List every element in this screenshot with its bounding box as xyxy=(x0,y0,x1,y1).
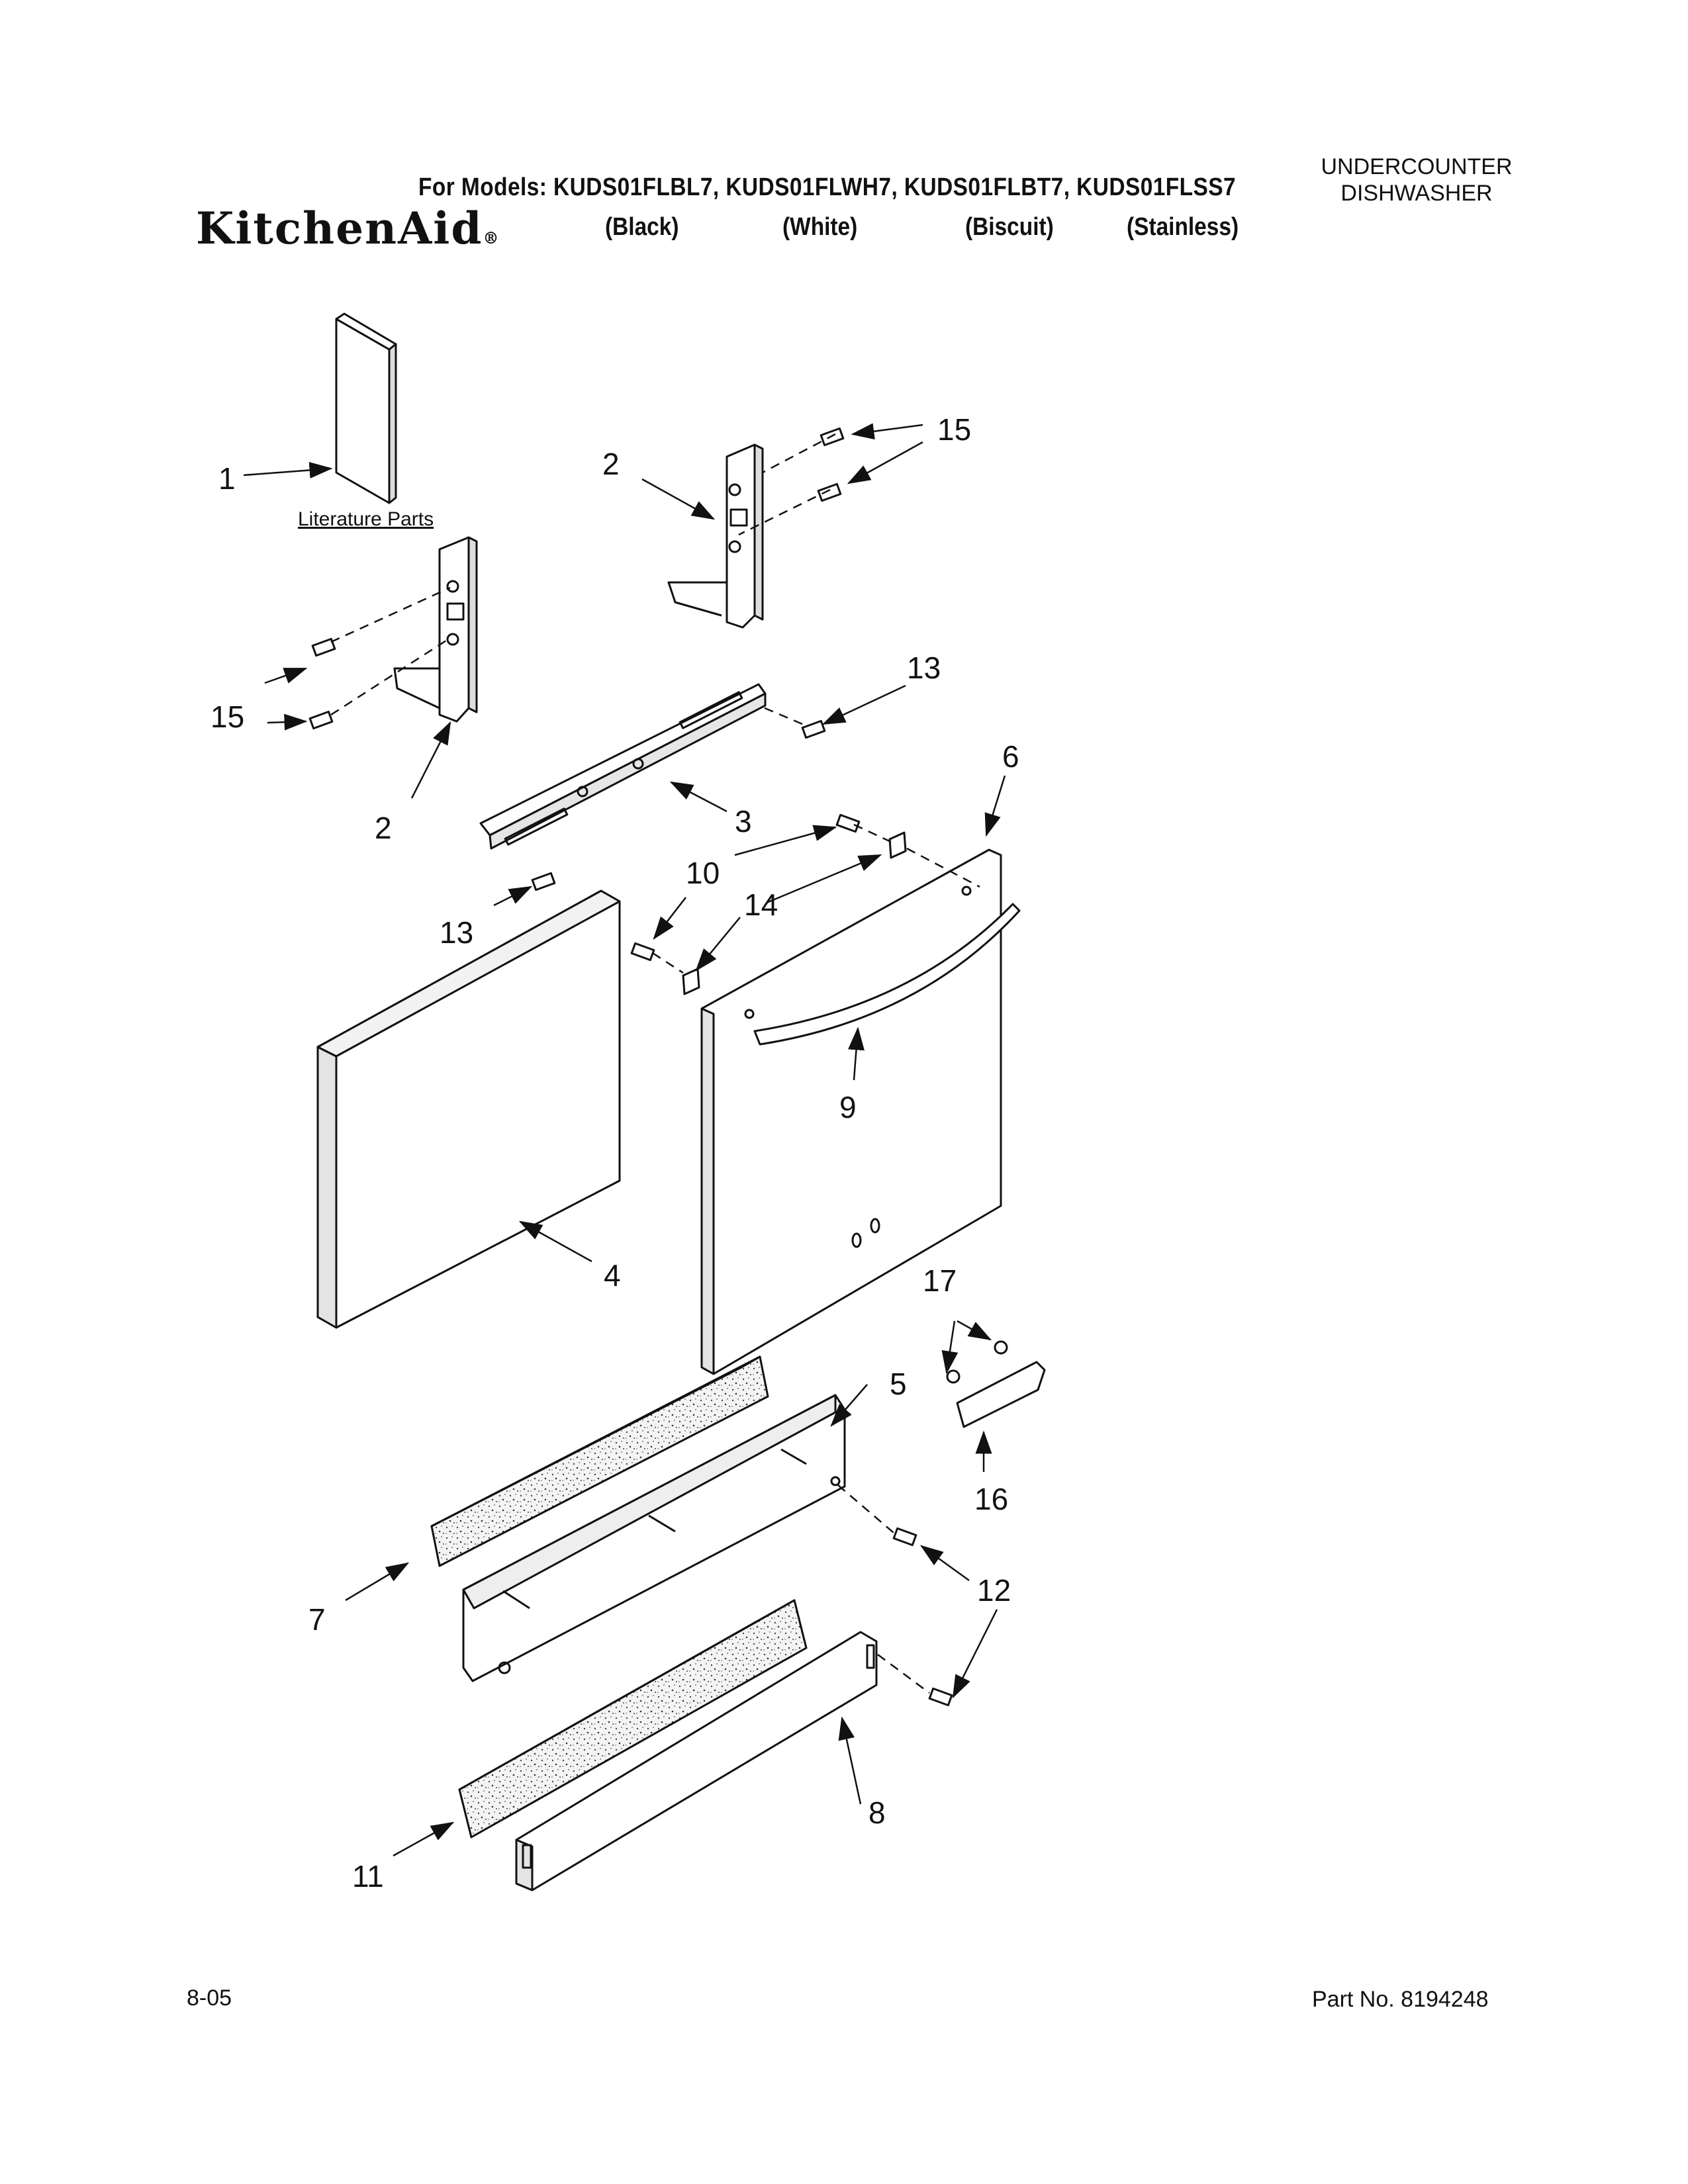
callout-15-upper: 15 xyxy=(937,412,972,447)
category-line-1: UNDERCOUNTER xyxy=(1321,154,1513,179)
door-handle xyxy=(753,903,1021,1046)
inner-door-panel xyxy=(316,889,621,1329)
product-category: UNDERCOUNTER DISHWASHER xyxy=(1297,154,1536,206)
models-line: For Models: KUDS01FLBL7, KUDS01FLWH7, KU… xyxy=(418,173,1237,201)
callout-17: 17 xyxy=(923,1263,957,1298)
callout-13-upper: 13 xyxy=(907,651,941,685)
callout-11: 11 xyxy=(352,1859,384,1893)
callout-1: 1 xyxy=(218,461,236,496)
callout-2-upper: 2 xyxy=(602,447,620,481)
registered-mark: ® xyxy=(483,228,500,248)
callout-5: 5 xyxy=(890,1367,907,1401)
mounting-rail xyxy=(479,683,767,850)
lower-insulation-strip xyxy=(458,1599,808,1839)
callout-8: 8 xyxy=(868,1796,886,1830)
fasteners xyxy=(308,427,1008,1707)
callout-7: 7 xyxy=(308,1602,326,1637)
callout-14: 14 xyxy=(744,887,778,922)
callout-6: 6 xyxy=(1002,739,1019,774)
callout-15-lower: 15 xyxy=(211,700,245,734)
literature-booklet xyxy=(335,312,397,504)
callout-16: 16 xyxy=(974,1482,1009,1516)
color-stainless: (Stainless) xyxy=(1127,213,1239,241)
callout-4: 4 xyxy=(604,1258,621,1293)
brand-name: KitchenAid xyxy=(196,203,483,254)
alignment-lines xyxy=(330,433,980,1694)
footer-part-number: Part No. 8194248 xyxy=(1312,1987,1489,2012)
upper-insulation-strip xyxy=(430,1355,769,1567)
color-white: (White) xyxy=(782,213,858,241)
callout-3: 3 xyxy=(735,804,752,839)
footer-date: 8-05 xyxy=(187,1985,232,2011)
callout-9: 9 xyxy=(839,1090,857,1124)
toe-kick-bracket xyxy=(462,1394,846,1682)
literature-parts-label: Literature Parts xyxy=(298,508,434,530)
trim-piece xyxy=(956,1361,1046,1428)
toe-kick-plate xyxy=(515,1631,878,1891)
hinge-bracket-lower xyxy=(393,536,478,723)
leader-arrows xyxy=(243,423,1006,1857)
category-line-2: DISHWASHER xyxy=(1340,181,1493,206)
callout-13-lower: 13 xyxy=(440,915,474,950)
callout-10: 10 xyxy=(686,856,720,890)
color-biscuit: (Biscuit) xyxy=(965,213,1054,241)
callout-12: 12 xyxy=(977,1573,1011,1608)
hinge-bracket-upper xyxy=(667,443,764,629)
brand-logo: KitchenAid® xyxy=(196,203,500,254)
color-black: (Black) xyxy=(605,213,679,241)
callout-2-lower: 2 xyxy=(375,811,392,845)
